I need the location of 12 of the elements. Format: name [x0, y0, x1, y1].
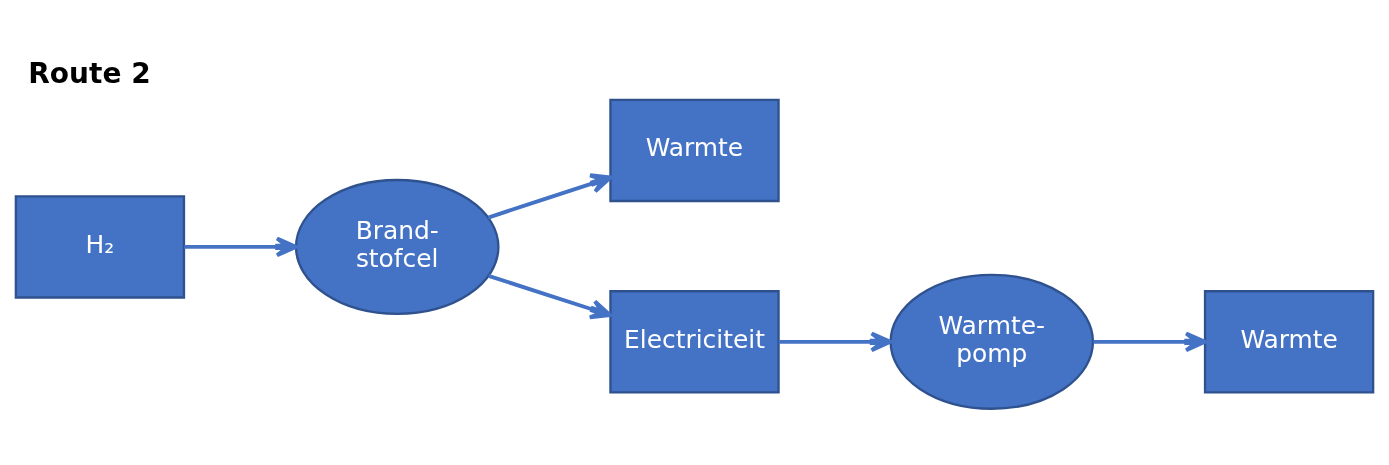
node-ellipse: Warmte- pomp [889, 273, 1095, 410]
arrow [487, 173, 613, 220]
node-box: Warmte [1203, 290, 1375, 394]
node-ellipse: Brand- stofcel [294, 178, 500, 315]
arrow [778, 331, 893, 353]
diagram-title: Route 2 [28, 57, 151, 91]
node-box: Warmte [609, 98, 780, 203]
arrow [488, 274, 613, 320]
node-box: Electriciteit [609, 290, 780, 394]
arrow [1093, 331, 1207, 353]
node-box: H₂ [14, 195, 186, 299]
arrow [184, 236, 298, 258]
